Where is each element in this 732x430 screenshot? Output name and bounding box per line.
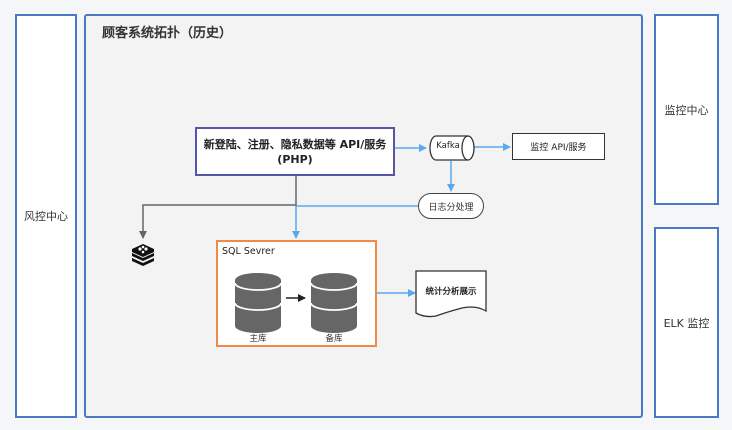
- topology-title: 顾客系统拓扑（历史）: [102, 26, 233, 41]
- monitoring-center-panel[interactable]: 监控中心: [654, 14, 719, 205]
- topology-container: [84, 14, 643, 418]
- kafka-queue-shape: [429, 135, 475, 161]
- backup-database-label: 备库: [325, 334, 343, 344]
- link-log-sql: [292, 205, 418, 239]
- primary-database-icon: [234, 273, 282, 333]
- log-processing-label: 日志分处理: [428, 202, 474, 213]
- primary-database-label: 主库: [249, 334, 267, 344]
- stats-display-label[interactable]: 统计分析展示: [425, 287, 477, 297]
- api-service-node[interactable]: 新登陆、注册、隐私数据等 API/服务 (PHP): [195, 127, 395, 176]
- api-service-label: 新登陆、注册、隐私数据等 API/服务: [203, 137, 387, 151]
- stats-document-shape: [415, 270, 487, 318]
- sql-server-title: SQL Sevrer: [222, 246, 275, 257]
- backup-database-icon: [310, 273, 358, 333]
- kafka-node-label[interactable]: Kafka: [436, 141, 460, 151]
- api-service-sublabel: (PHP): [277, 152, 313, 166]
- log-processing-node[interactable]: 日志分处理: [418, 193, 484, 219]
- monitoring-center-label: 监控中心: [664, 103, 709, 117]
- monitor-api-label: 监控 API/服务: [530, 143, 587, 153]
- risk-control-panel[interactable]: 风控中心: [15, 14, 77, 418]
- redis-icon: [132, 244, 154, 266]
- elk-monitoring-label: ELK 监控: [663, 316, 710, 330]
- monitor-api-node[interactable]: 监控 API/服务: [512, 133, 605, 160]
- risk-control-label: 风控中心: [24, 210, 68, 223]
- link-api-redis: [139, 176, 297, 239]
- elk-monitoring-panel[interactable]: ELK 监控: [654, 227, 719, 418]
